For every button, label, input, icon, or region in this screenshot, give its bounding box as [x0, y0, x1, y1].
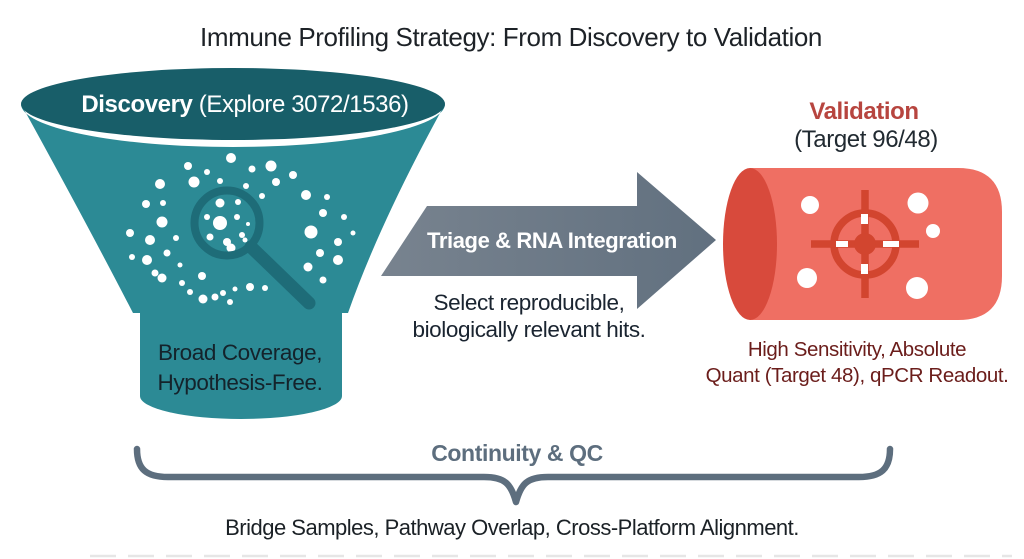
triage-arrow-label: Triage & RNA Integration: [427, 228, 677, 253]
analyte-dots: [126, 153, 356, 305]
validation-caption: High Sensitivity, Absolute Quant (Target…: [706, 337, 1009, 389]
validation-caption-line2: Quant (Target 48), qPCR Readout.: [705, 364, 1009, 387]
discovery-heading-rest: (Explore 3072/1536): [192, 91, 409, 118]
triage-arrow: [381, 172, 716, 309]
triage-caption: Select reproducible, biologically releva…: [412, 289, 645, 343]
discovery-caption-line1: Broad Coverage,: [157, 340, 323, 365]
discovery-funnel: [21, 68, 445, 419]
diagram-title: Immune Profiling Strategy: From Discover…: [200, 22, 822, 52]
discovery-heading-bold: Discovery: [81, 91, 193, 118]
discovery-heading: Discovery (Explore 3072/1536): [81, 91, 409, 119]
validated-hit-dots: [797, 192, 940, 299]
magnifying-glass-icon: [190, 186, 316, 310]
validation-cylinder: [723, 168, 1002, 320]
discovery-caption: Broad Coverage, Hypothesis-Free.: [158, 338, 323, 398]
continuity-caption: Bridge Samples, Pathway Overlap, Cross-P…: [225, 515, 799, 540]
triage-caption-line1: Select reproducible,: [433, 290, 625, 315]
continuity-label: Continuity & QC: [431, 440, 603, 466]
continuity-brace: [133, 445, 894, 506]
target-crosshair-icon: [811, 190, 919, 298]
discovery-caption-line2: Hypothesis-Free.: [157, 370, 323, 395]
validation-caption-line1: High Sensitivity, Absolute: [747, 338, 967, 361]
validation-heading: Validation: [809, 98, 919, 125]
triage-caption-line2: biologically relevant hits.: [412, 317, 646, 342]
validation-subheading: (Target 96/48): [794, 126, 938, 153]
